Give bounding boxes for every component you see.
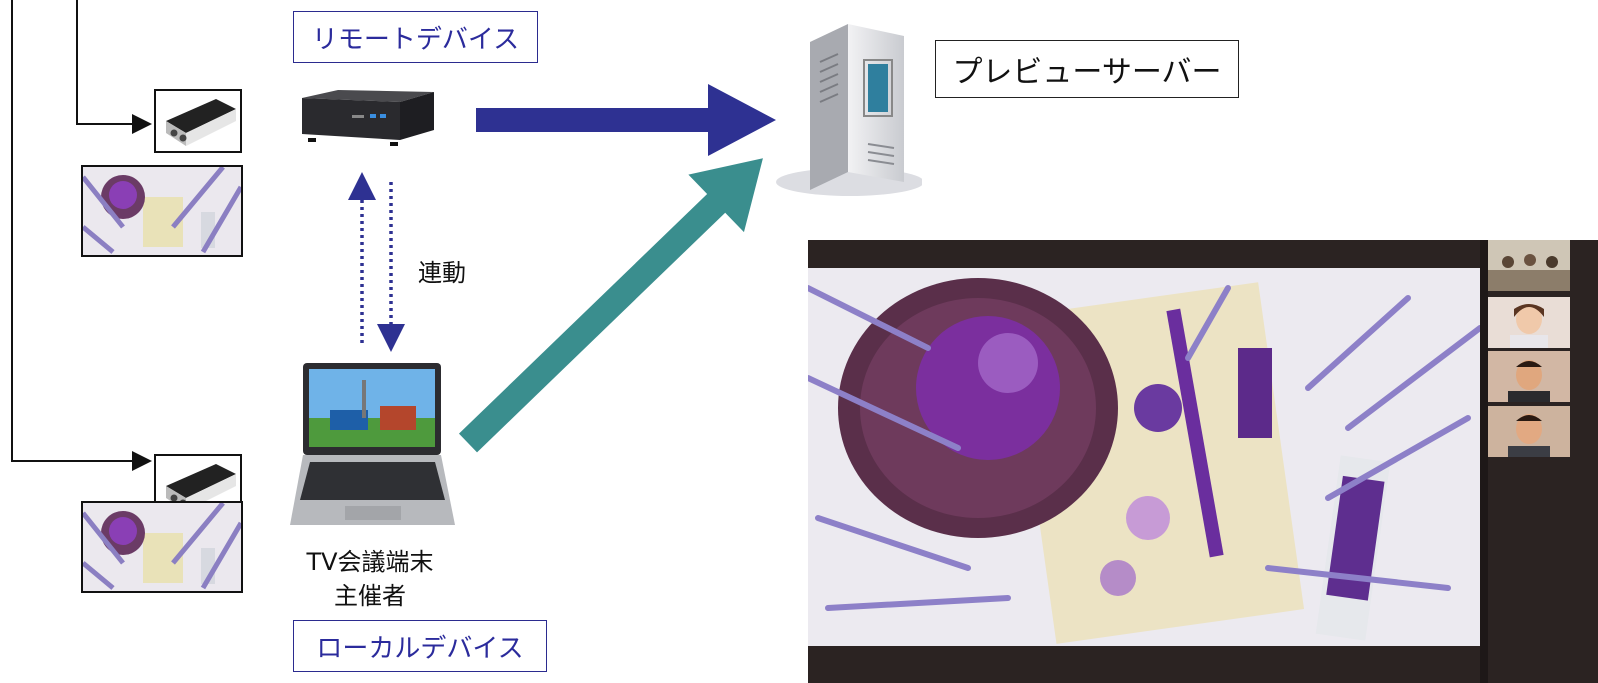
local-device-label: ローカルデバイス (293, 620, 547, 672)
preview-server-label: プレビューサーバー (935, 40, 1239, 98)
signal-line-local (11, 0, 152, 471)
link-label: 連動 (418, 259, 466, 287)
server-tower-icon (776, 24, 922, 196)
terminal-label: TV会議端末 主催者 (290, 545, 450, 613)
participant-tile-group (1488, 240, 1570, 291)
capture-device-remote (154, 89, 242, 153)
signal-line-remote (76, 0, 152, 134)
participant-tile-3 (1488, 406, 1570, 457)
navy-arrow (476, 84, 776, 156)
preview-thumbnail-remote (81, 165, 243, 257)
terminal-label-line1: TV会議端末 (306, 548, 434, 576)
teal-arrow (458, 158, 763, 453)
participant-tile-1 (1488, 297, 1570, 348)
participant-tile-2 (1488, 351, 1570, 402)
conference-preview (808, 240, 1598, 683)
mini-pc-icon (302, 90, 434, 146)
terminal-label-line2: 主催者 (334, 582, 406, 610)
shared-content-image (808, 268, 1480, 646)
remote-device-label: リモートデバイス (293, 11, 538, 63)
laptop-icon (290, 363, 455, 525)
preview-thumbnail-local (81, 501, 243, 593)
capture-box-icon (166, 99, 236, 146)
